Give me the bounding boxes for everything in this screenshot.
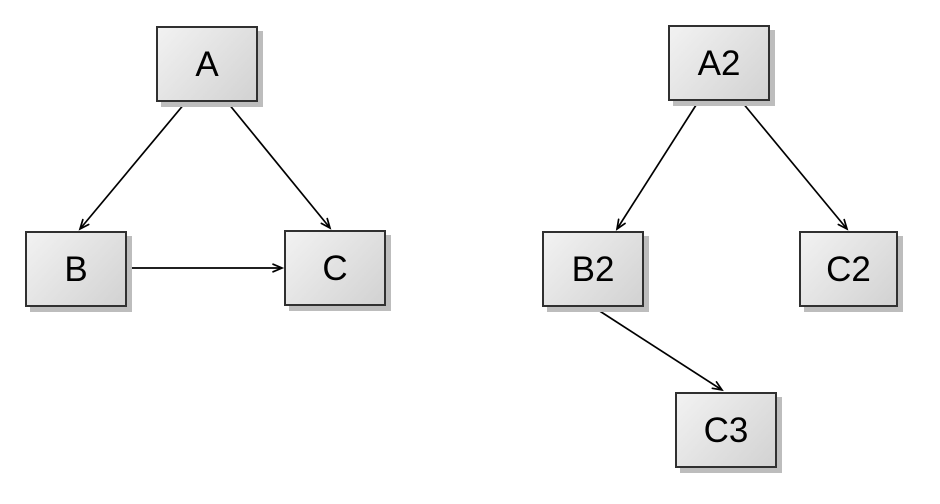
edge-A-C[interactable]: [227, 102, 332, 230]
node-label: C3: [703, 410, 749, 450]
node-B2[interactable]: B2: [542, 231, 644, 307]
node-label: C2: [826, 249, 871, 289]
node-C2[interactable]: C2: [799, 231, 898, 307]
node-A[interactable]: A: [156, 26, 258, 102]
edges-group: [78, 101, 849, 392]
edge-A2-B2[interactable]: [615, 101, 699, 231]
node-C[interactable]: C: [284, 230, 386, 306]
node-label: B: [64, 249, 88, 289]
node-B[interactable]: B: [25, 231, 127, 307]
edge-B2-C3[interactable]: [594, 307, 724, 392]
node-label: C: [322, 248, 348, 288]
edge-A-B[interactable]: [78, 102, 186, 231]
node-label: A2: [697, 43, 741, 83]
node-label: B2: [571, 249, 615, 289]
node-A2[interactable]: A2: [668, 25, 770, 101]
edge-A2-C2[interactable]: [741, 101, 849, 231]
node-C3[interactable]: C3: [675, 392, 777, 468]
node-label: A: [195, 44, 219, 84]
